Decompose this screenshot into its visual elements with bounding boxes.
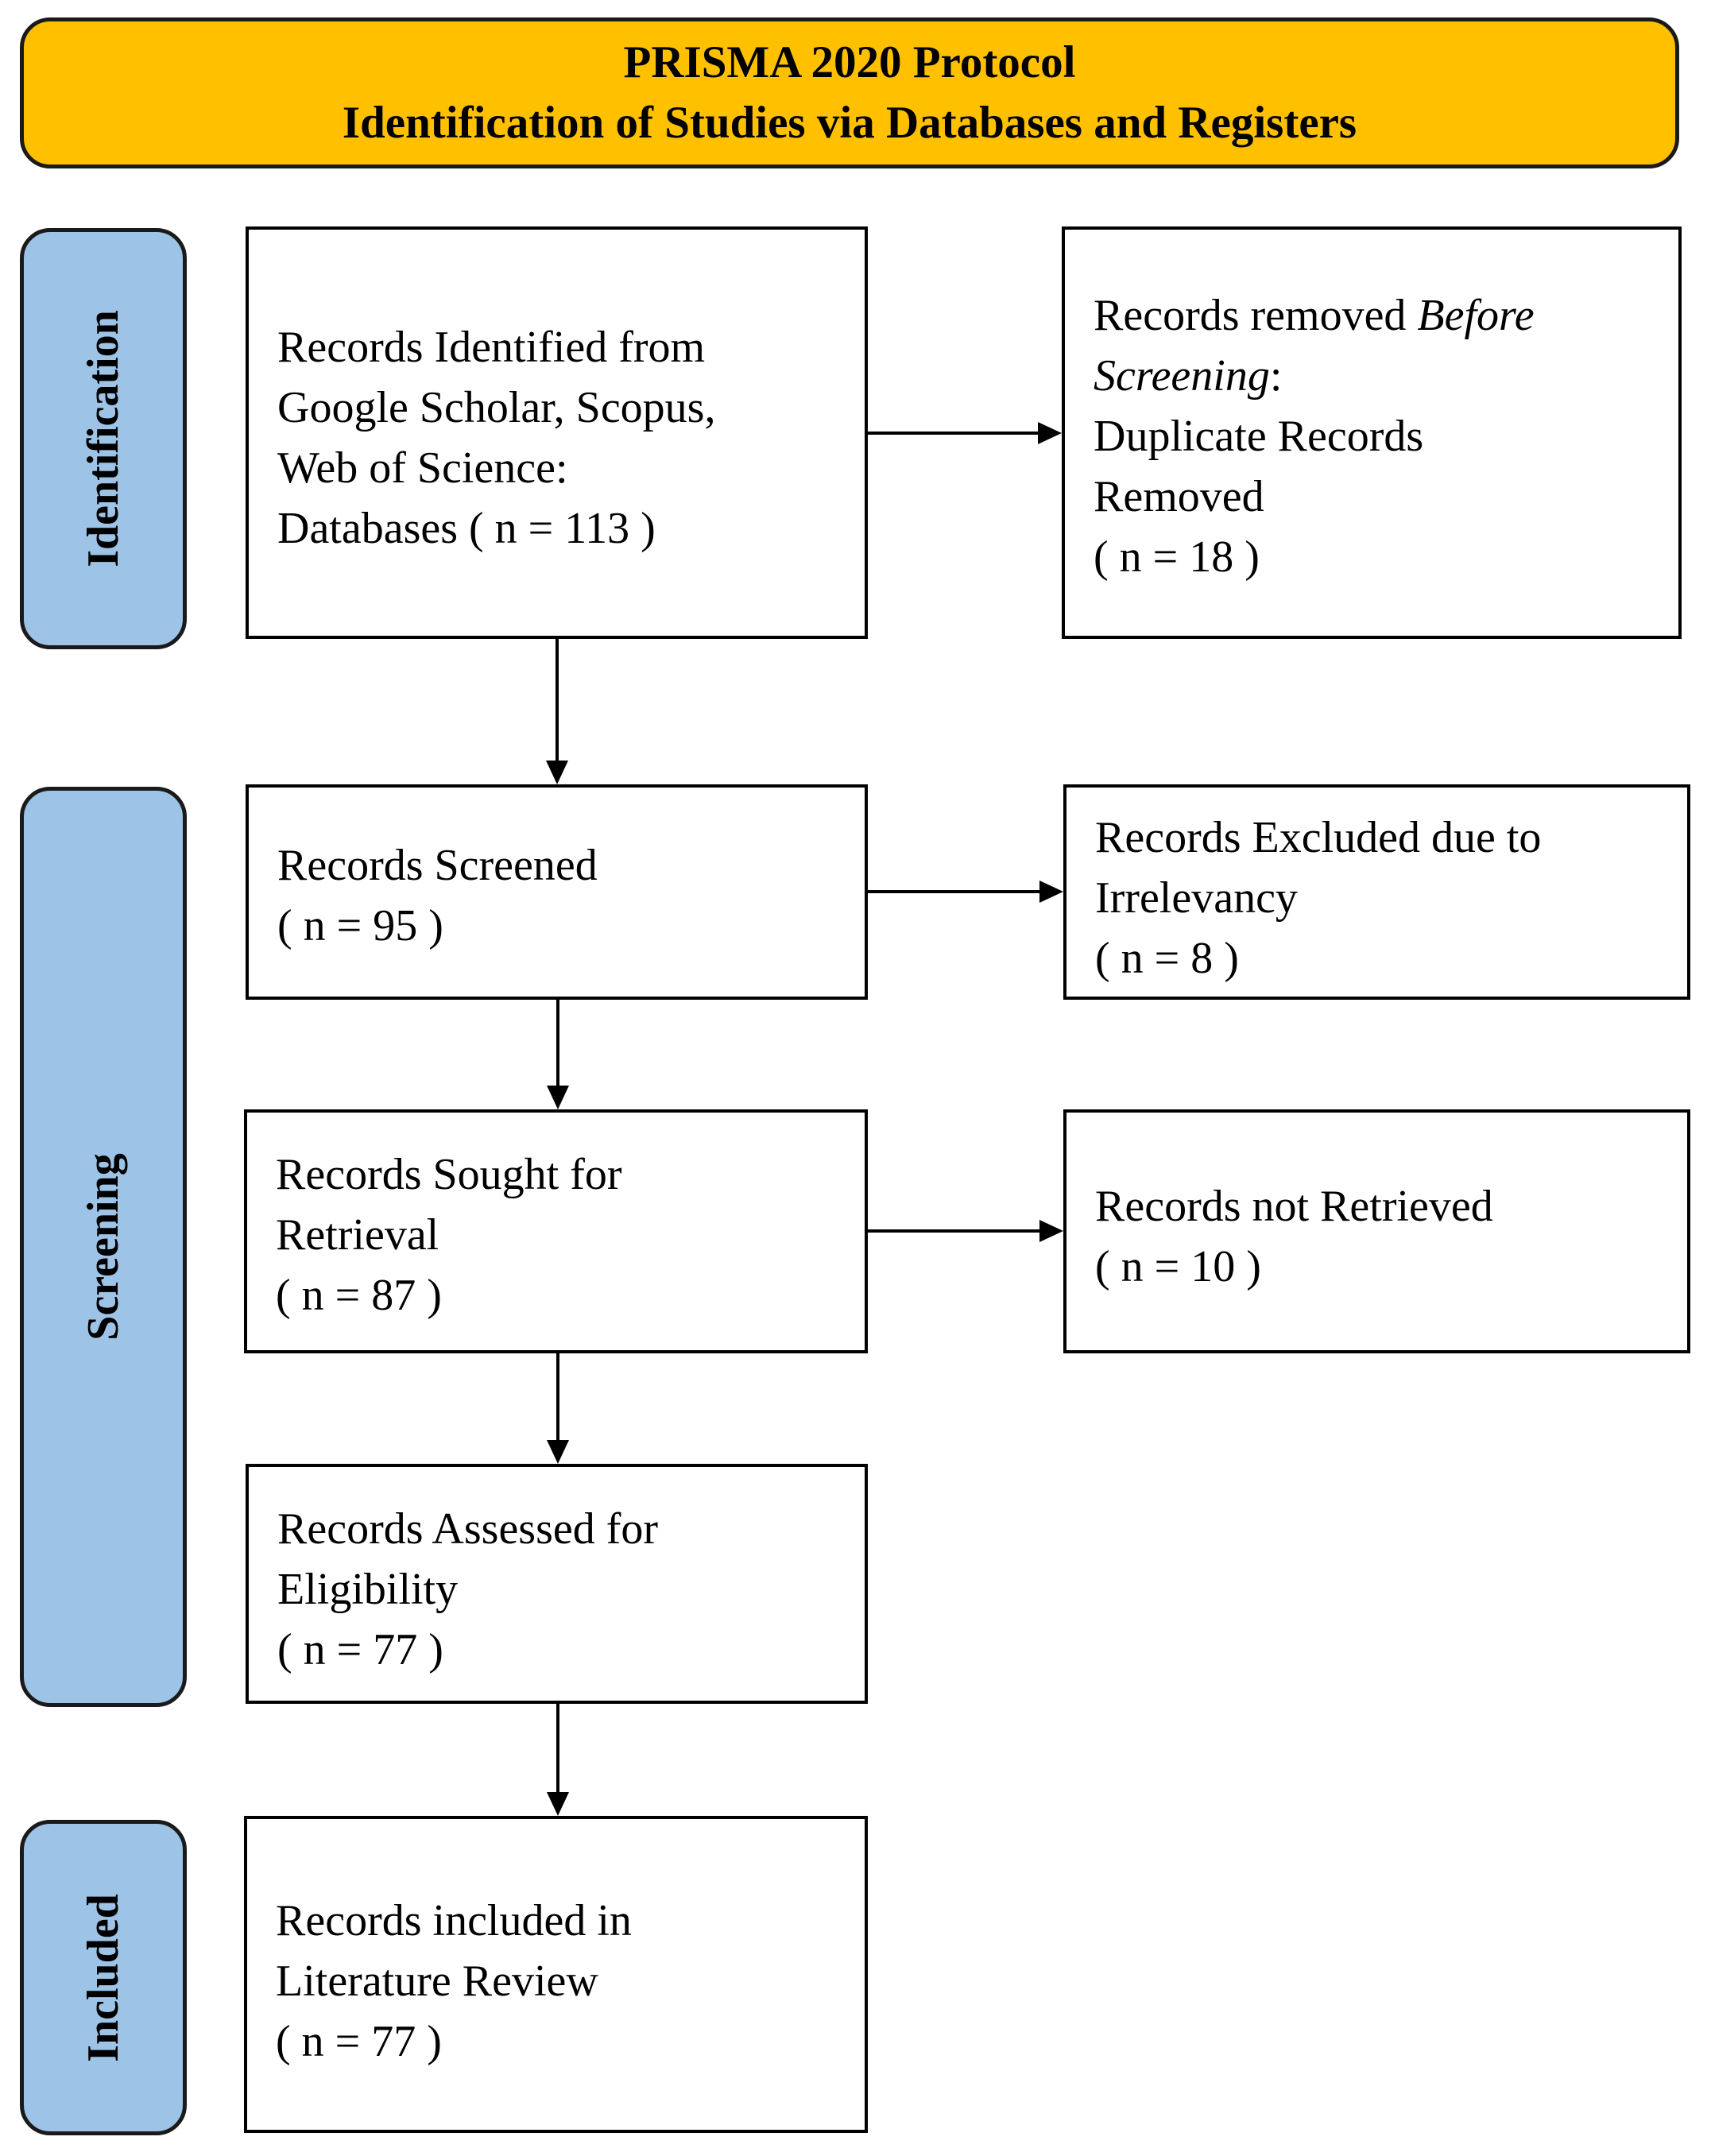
box-line: Records Screened [277,841,598,890]
box-records-identified: Records Identified from Google Scholar, … [246,226,868,639]
box-line: Records Identified from [277,323,706,372]
arrowhead [547,1792,569,1816]
box-line: Records Assessed for [277,1504,659,1554]
box-line: Databases ( n = 113 ) [277,504,656,553]
phase-included: Included [20,1820,187,2135]
removed-italic-before: Before [1417,291,1535,340]
box-line: ( n = 87 ) [276,1271,442,1320]
box-records-assessed: Records Assessed for Eligibility ( n = 7… [246,1464,868,1704]
removed-colon: : [1269,351,1283,401]
box-records-screened: Records Screened ( n = 95 ) [246,784,868,1000]
box-line: ( n = 77 ) [276,2017,442,2066]
box-line: Screening: [1094,346,1678,406]
arrowhead [1039,881,1063,903]
box-records-included: Records included in Literature Review ( … [244,1816,868,2133]
box-records-sought: Records Sought for Retrieval ( n = 87 ) [244,1109,868,1353]
header-subtitle: Identification of Studies via Databases … [342,98,1357,148]
box-line: Records Sought for [276,1150,622,1199]
box-line: Records removed Before [1094,285,1678,346]
arrowhead [547,1086,569,1109]
box-line: Literature Review [276,1957,598,2006]
box-records-removed: Records removed Before Screening: Duplic… [1062,226,1682,639]
box-line: Records Excluded due to [1095,813,1542,862]
box-line: ( n = 10 ) [1095,1242,1261,1291]
box-line: ( n = 8 ) [1095,934,1239,983]
box-line: Eligibility [277,1565,459,1614]
phase-identification: Identification [20,228,187,649]
box-line: Duplicate Records [1094,412,1424,461]
box-line: ( n = 77 ) [277,1625,443,1674]
arrowhead [1038,422,1062,444]
arrowhead [546,761,568,784]
box-line: Retrieval [276,1210,439,1260]
box-records-excluded: Records Excluded due to Irrelevancy ( n … [1063,784,1690,1000]
box-line: Web of Science: [277,443,568,493]
box-line: Records included in [276,1896,632,1945]
arrowhead [547,1440,569,1464]
removed-italic-screening: Screening [1094,351,1270,401]
box-line: ( n = 95 ) [277,901,443,950]
removed-prefix: Records removed [1094,291,1418,340]
header-title: PRISMA 2020 Protocol [623,37,1076,87]
box-line: ( n = 18 ) [1094,532,1260,582]
box-line: Irrelevancy [1095,873,1298,923]
arrowhead [1039,1220,1063,1242]
box-records-not-retrieved: Records not Retrieved ( n = 10 ) [1063,1109,1690,1353]
box-line: Records not Retrieved [1095,1182,1493,1231]
phase-screening: Screening [20,787,187,1707]
box-line: Removed [1094,472,1264,521]
box-line: Google Scholar, Scopus, [277,383,716,432]
diagram-header: PRISMA 2020 Protocol Identification of S… [20,17,1679,168]
